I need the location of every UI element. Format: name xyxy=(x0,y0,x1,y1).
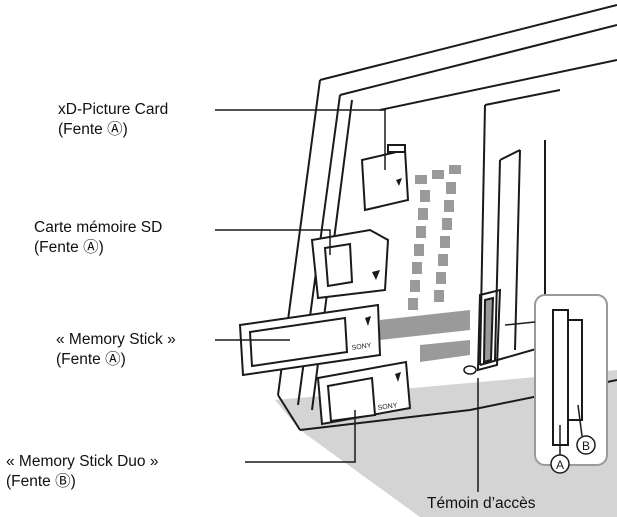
label-access-lamp: Témoin d’accès xyxy=(427,494,536,514)
memory-stick-name: « Memory Stick » xyxy=(56,331,176,348)
access-lamp xyxy=(463,365,477,375)
memory-stick-duo-slot: (Fente Ⓑ) xyxy=(6,473,76,490)
sd-card xyxy=(310,228,390,300)
xd-card xyxy=(360,144,410,212)
memory-stick-duo-name: « Memory Stick Duo » xyxy=(6,453,159,470)
label-memory-stick-duo: « Memory Stick Duo » (Fente Ⓑ) xyxy=(6,452,158,492)
xd-card-slot: (Fente Ⓐ) xyxy=(58,121,128,138)
label-xd-picture-card: xD-Picture Card (Fente Ⓐ) xyxy=(58,100,168,140)
svg-text:A: A xyxy=(556,458,564,472)
msduo-insert-path xyxy=(420,340,470,362)
access-lamp-name: Témoin d’accès xyxy=(427,495,536,512)
label-sd-card: Carte mémoire SD (Fente Ⓐ) xyxy=(34,218,162,258)
slot-guide-dashes xyxy=(408,165,461,310)
leader-lines xyxy=(215,109,479,492)
memory-stick-card: SONY xyxy=(238,303,382,377)
svg-text:SONY: SONY xyxy=(377,402,398,412)
slot-inset: A B xyxy=(504,294,608,474)
memory-stick-slot: (Fente Ⓐ) xyxy=(56,351,126,368)
card-slot-opening xyxy=(476,288,502,372)
ms-insert-path xyxy=(380,310,470,340)
xd-card-name: xD-Picture Card xyxy=(58,101,169,118)
sd-card-slot: (Fente Ⓐ) xyxy=(34,239,104,256)
svg-text:B: B xyxy=(582,439,590,453)
label-memory-stick: « Memory Stick » (Fente Ⓐ) xyxy=(56,330,176,370)
sd-card-name: Carte mémoire SD xyxy=(34,219,163,236)
svg-text:SONY: SONY xyxy=(351,342,372,352)
memory-stick-duo-card: SONY xyxy=(316,360,412,426)
